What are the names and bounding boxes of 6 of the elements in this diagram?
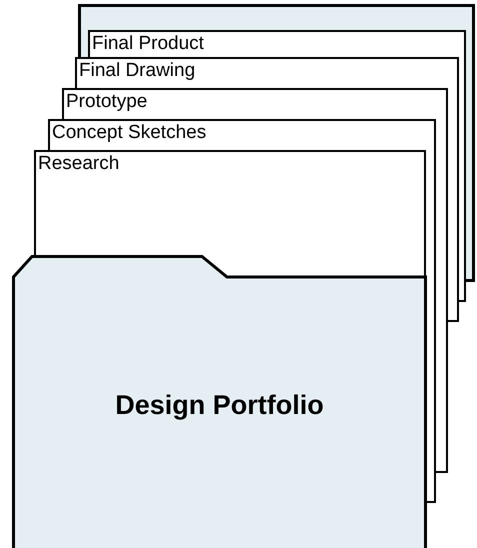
- page-label: Research: [38, 152, 120, 176]
- page-label: Concept Sketches: [52, 121, 206, 145]
- folder-title: Design Portfolio: [115, 389, 324, 422]
- page-label: Final Product: [92, 32, 204, 56]
- page-label: Prototype: [66, 90, 148, 114]
- page-label: Final Drawing: [79, 59, 196, 83]
